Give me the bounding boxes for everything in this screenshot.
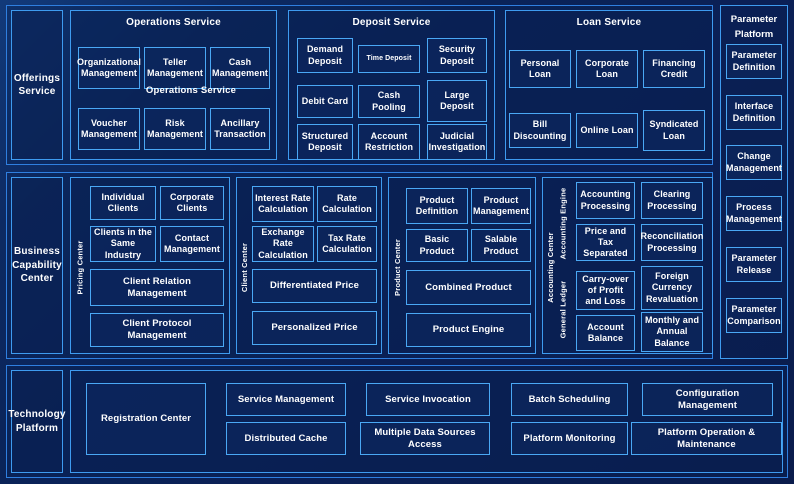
- panel-title-operations-service: Operations Service: [126, 17, 221, 28]
- tile-platform-operation-maintenance[interactable]: Platform Operation & Maintenance: [631, 422, 782, 455]
- tile-individual-clients[interactable]: Individual Clients: [90, 186, 156, 220]
- sidebar-item-change-management[interactable]: Change Management: [726, 145, 782, 180]
- tile-cash-pooling[interactable]: Cash Pooling: [358, 85, 420, 118]
- tile-differentiated-price[interactable]: Differentiated Price: [252, 269, 377, 303]
- tile-foreign-currency-revaluation[interactable]: Foreign Currency Revaluation: [641, 266, 703, 310]
- tile-client-protocol-management[interactable]: Client Protocol Management: [90, 313, 224, 347]
- lane-label-offerings-service: Offerings Service: [11, 10, 63, 160]
- tile-organizational-management[interactable]: Organizational Management: [77, 47, 141, 89]
- tile-syndicated-loan[interactable]: Syndicated Loan: [643, 110, 705, 151]
- tile-basic-product[interactable]: Basic Product: [406, 229, 468, 262]
- parameter-platform-title: Parameter Platform: [720, 12, 788, 42]
- tile-batch-scheduling[interactable]: Batch Scheduling: [511, 383, 628, 416]
- vlabel-general-ledger-text: General Ledger: [558, 280, 568, 338]
- tile-teller-management[interactable]: Teller Management: [144, 47, 206, 89]
- vlabel-accounting-center: Accounting Center: [544, 210, 556, 325]
- tile-judicial-investigation[interactable]: Judicial Investigation: [427, 124, 487, 160]
- tile-monthly-and-annual-balance[interactable]: Monthly and Annual Balance: [641, 312, 703, 352]
- parameter-platform-title-line1: Parameter: [730, 14, 778, 25]
- tile-clients-same-industry[interactable]: Clients in the Same Industry: [90, 226, 156, 262]
- tile-bill-discounting[interactable]: Bill Discounting: [509, 113, 571, 148]
- tile-large-deposit[interactable]: Large Deposit: [427, 80, 487, 122]
- tile-tax-rate-calculation[interactable]: Tax Rate Calculation: [317, 226, 377, 262]
- tile-account-balance[interactable]: Account Balance: [576, 315, 635, 351]
- tile-reconciliation-processing[interactable]: Reconciliation Processing: [641, 224, 703, 261]
- vlabel-client-center: Client Center: [238, 197, 252, 337]
- tile-exchange-rate-calculation[interactable]: Exchange Rate Calculation: [252, 226, 314, 262]
- tile-configuration-management[interactable]: Configuration Management: [642, 383, 773, 416]
- sidebar-item-parameter-comparison[interactable]: Parameter Comparison: [726, 298, 782, 333]
- tile-accounting-processing[interactable]: Accounting Processing: [576, 182, 635, 219]
- tile-registration-center[interactable]: Registration Center: [86, 383, 206, 455]
- vlabel-pricing-center: Pricing Center: [73, 197, 87, 337]
- tile-contact-management[interactable]: Contact Management: [160, 226, 224, 262]
- tile-demand-deposit[interactable]: Demand Deposit: [297, 38, 353, 73]
- tile-cash-management[interactable]: Cash Management: [210, 47, 270, 89]
- tile-corporate-loan[interactable]: Corporate Loan: [576, 50, 638, 88]
- tile-multiple-data-sources-access[interactable]: Multiple Data Sources Access: [360, 422, 490, 455]
- tile-product-management[interactable]: Product Management: [471, 188, 531, 224]
- vlabel-product-center: Product Center: [390, 197, 404, 337]
- tile-personal-loan[interactable]: Personal Loan: [509, 50, 571, 88]
- tile-service-management[interactable]: Service Management: [226, 383, 346, 416]
- tile-corporate-clients[interactable]: Corporate Clients: [160, 186, 224, 220]
- tile-carry-over-of-profit-and-loss[interactable]: Carry-over of Profit and Loss: [576, 271, 635, 310]
- tile-personalized-price[interactable]: Personalized Price: [252, 311, 377, 345]
- sidebar-item-parameter-definition[interactable]: Parameter Definition: [726, 44, 782, 79]
- vlabel-pricing-center-text: Pricing Center: [75, 239, 85, 295]
- tile-ancillary-transaction[interactable]: Ancillary Transaction: [210, 108, 270, 150]
- tile-voucher-management[interactable]: Voucher Management: [78, 108, 140, 150]
- ghost-title-operations-service: Operations Service: [145, 85, 237, 96]
- panel-title-deposit-service: Deposit Service: [352, 17, 431, 28]
- vlabel-accounting-center-text: Accounting Center: [545, 232, 555, 303]
- tile-client-relation-management[interactable]: Client Relation Management: [90, 269, 224, 306]
- tile-financing-credit[interactable]: Financing Credit: [643, 50, 705, 88]
- tile-account-restriction[interactable]: Account Restriction: [358, 124, 420, 160]
- tile-clearing-processing[interactable]: Clearing Processing: [641, 182, 703, 219]
- tile-product-definition[interactable]: Product Definition: [406, 188, 468, 224]
- tile-combined-product[interactable]: Combined Product: [406, 270, 531, 305]
- vlabel-accounting-engine-text: Accounting Engine: [558, 187, 568, 259]
- vlabel-product-center-text: Product Center: [392, 238, 402, 296]
- sidebar-item-interface-definition[interactable]: Interface Definition: [726, 95, 782, 130]
- vlabel-accounting-engine: Accounting Engine: [557, 182, 569, 264]
- tile-interest-rate-calculation[interactable]: Interest Rate Calculation: [252, 186, 314, 222]
- tile-price-and-tax-separated[interactable]: Price and Tax Separated: [576, 224, 635, 261]
- lane-label-technology-platform: Technology Platform: [8, 370, 65, 473]
- tile-security-deposit[interactable]: Security Deposit: [427, 38, 487, 73]
- panel-title-loan-service: Loan Service: [576, 17, 642, 28]
- tile-service-invocation[interactable]: Service Invocation: [366, 383, 490, 416]
- tile-online-loan[interactable]: Online Loan: [576, 113, 638, 148]
- vlabel-client-center-text: Client Center: [240, 242, 250, 292]
- tile-salable-product[interactable]: Salable Product: [471, 229, 531, 262]
- sidebar-item-parameter-release[interactable]: Parameter Release: [726, 247, 782, 282]
- tile-time-deposit[interactable]: Time Deposit: [358, 45, 420, 73]
- tile-distributed-cache[interactable]: Distributed Cache: [226, 422, 346, 455]
- tile-debit-card[interactable]: Debit Card: [297, 85, 353, 118]
- tile-structured-deposit[interactable]: Structured Deposit: [297, 124, 353, 160]
- tile-risk-management[interactable]: Risk Management: [144, 108, 206, 150]
- tile-platform-monitoring[interactable]: Platform Monitoring: [511, 422, 628, 455]
- sidebar-item-process-management[interactable]: Process Management: [726, 196, 782, 231]
- lane-label-business-capability-center: Business Capability Center: [11, 177, 63, 354]
- vlabel-general-ledger: General Ledger: [557, 268, 569, 350]
- tile-product-engine[interactable]: Product Engine: [406, 313, 531, 347]
- parameter-platform-title-line2: Platform: [734, 29, 774, 41]
- tile-rate-calculation[interactable]: Rate Calculation: [317, 186, 377, 222]
